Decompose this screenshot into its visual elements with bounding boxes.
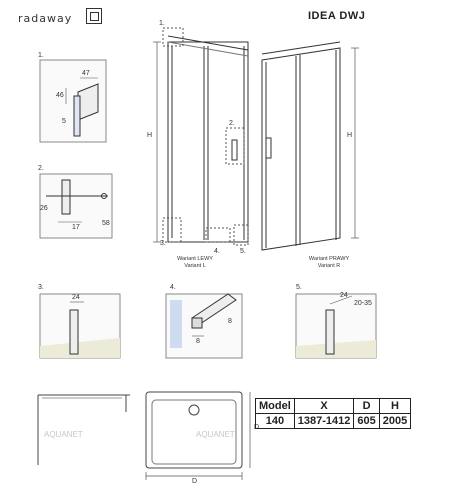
detail-5-dim-a: 24 [340, 292, 348, 299]
spec-header-d: D [353, 398, 380, 414]
detail-4-dim-b: 8 [196, 338, 200, 345]
brand-logo-icon [86, 8, 102, 24]
detail-5-dim-b: 20-35 [354, 300, 372, 307]
spec-table-row: 140 1387-1412 605 2005 [255, 413, 412, 429]
left-door-view [153, 27, 249, 246]
variant-left-pl: Wariant LEWY [177, 256, 213, 262]
spec-header-h: H [378, 398, 412, 414]
detail-5-number: 5. [296, 284, 302, 291]
spec-header-model: Model [255, 398, 295, 414]
detail-2-drawing [39, 173, 113, 239]
model-title: IDEA DWJ [308, 10, 366, 22]
plan-view-left [37, 394, 130, 465]
spec-header-x: X [293, 398, 355, 414]
variant-right-en: Variant R [317, 263, 341, 269]
detail-1-drawing [39, 59, 107, 143]
callout-4: 4. [214, 248, 220, 255]
height-label-right: H [347, 132, 353, 139]
spec-cell-model: 140 [255, 413, 295, 429]
detail-3-number: 3. [38, 284, 44, 291]
detail-4-number: 4. [170, 284, 176, 291]
detail-1-dim-gap: 5 [62, 118, 66, 125]
watermark-center: AQUANET [196, 430, 235, 439]
brand-logo-text: radaway [18, 12, 73, 25]
width-label: D [192, 478, 198, 485]
detail-2-dim-a: 26 [40, 205, 48, 212]
right-door-view [261, 41, 359, 251]
spec-table: Model X D H 140 1387-1412 605 2005 [255, 398, 412, 429]
variant-right-pl: Wariant PRAWY [308, 256, 350, 262]
callout-1: 1. [159, 20, 165, 27]
detail-3-dim: 24 [72, 294, 80, 301]
callout-2: 2. [229, 120, 235, 127]
spec-cell-h: 2005 [378, 413, 412, 429]
spec-table-header-row: Model X D H [255, 398, 412, 414]
variant-left-label: Wariant LEWY Variant L [160, 256, 230, 270]
detail-1-dim-height: 46 [56, 92, 64, 99]
variant-right-label: Wariant PRAWY Variant R [294, 256, 364, 270]
spec-cell-d: 605 [353, 413, 380, 429]
detail-3-drawing [39, 293, 121, 359]
plan-view-tray [145, 391, 251, 480]
detail-4-dim-a: 8 [228, 318, 232, 325]
detail-4-drawing [165, 293, 243, 359]
callout-5: 5. [240, 248, 246, 255]
spec-cell-x: 1387-1412 [293, 413, 355, 429]
callout-3: 3. [160, 240, 166, 247]
detail-1-number: 1. [38, 52, 44, 59]
detail-2-dim-c: 58 [102, 220, 110, 227]
variant-left-en: Variant L [184, 263, 206, 269]
detail-2-number: 2. [38, 165, 44, 172]
detail-2-dim-b: 17 [72, 224, 80, 231]
detail-5-drawing [295, 293, 377, 359]
detail-1-dim-width: 47 [82, 70, 90, 77]
watermark-left: AQUANET [44, 430, 83, 439]
height-label-left: H [147, 132, 153, 139]
